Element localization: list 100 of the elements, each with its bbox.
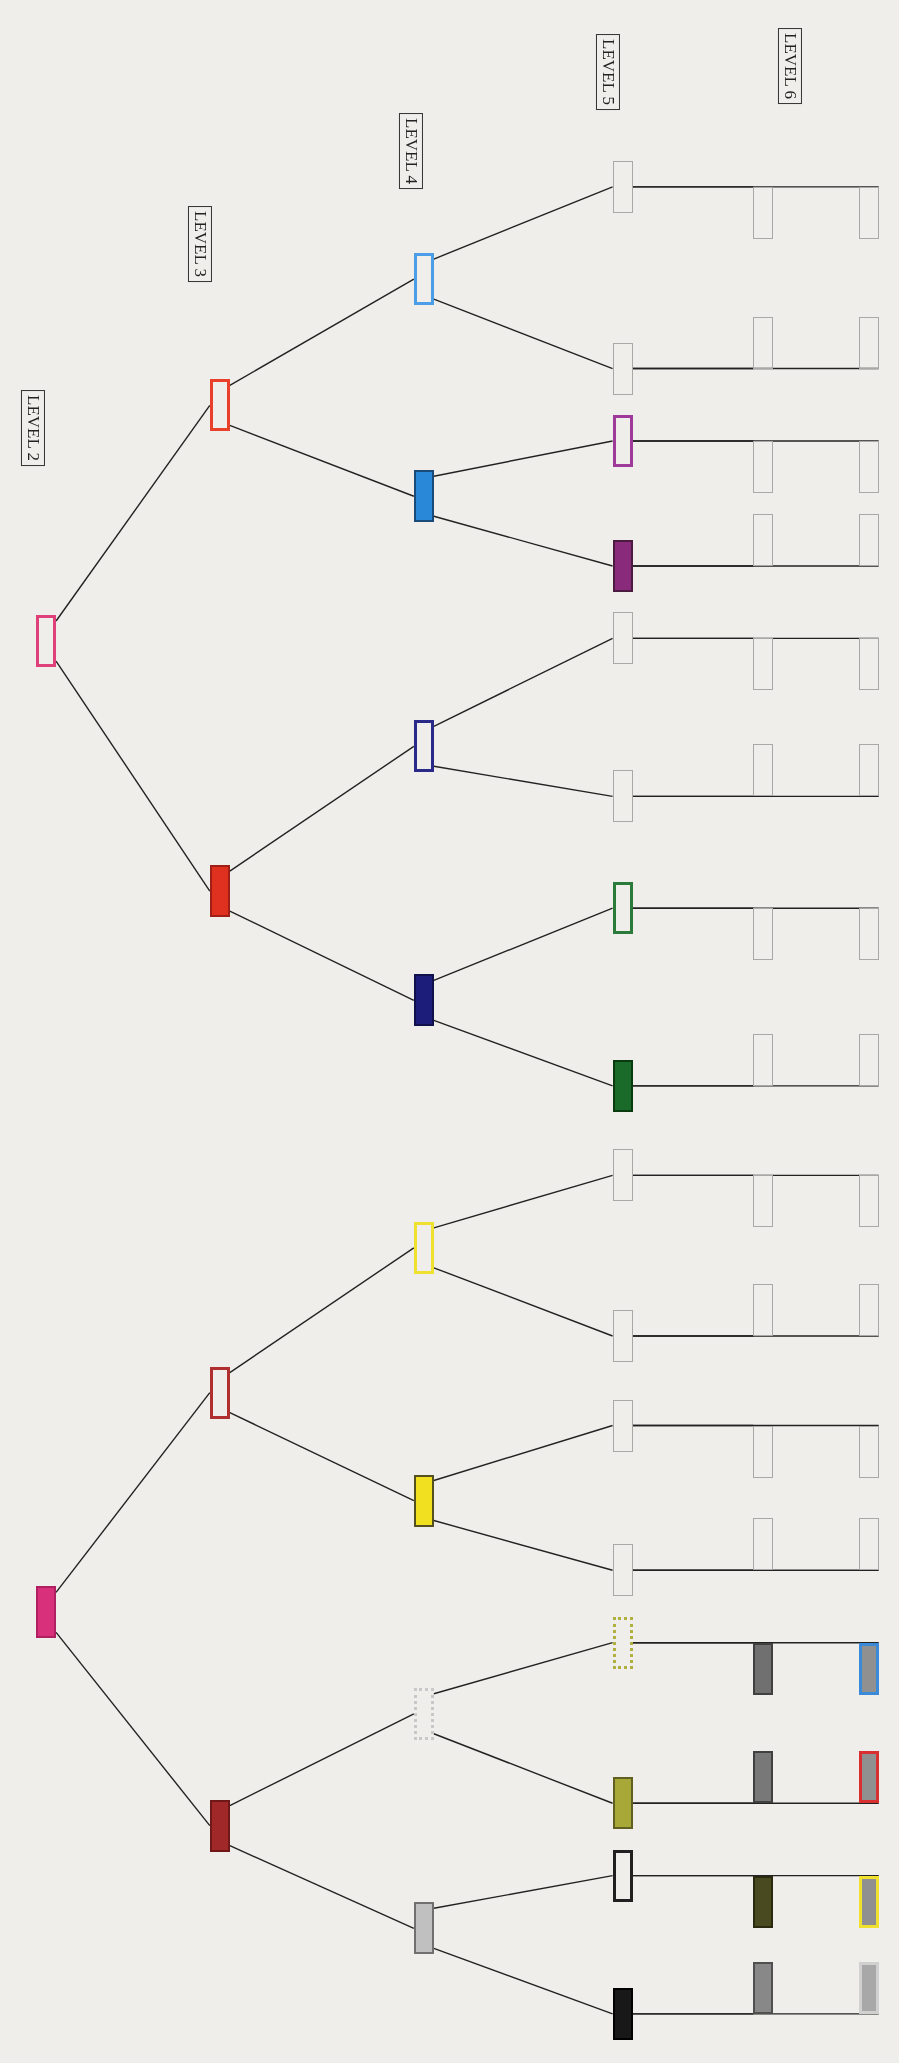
connector-line [433, 1642, 614, 1695]
connector-line [631, 1642, 880, 1644]
tree-box [413, 1902, 434, 1955]
tree-box [209, 379, 230, 432]
tree-box [209, 1799, 230, 1852]
tree-box [413, 1474, 434, 1527]
tree-box [753, 1284, 774, 1336]
tree-box [612, 1544, 633, 1597]
connector-line [433, 1174, 614, 1229]
tree-box [209, 865, 230, 918]
connector-line [433, 515, 614, 567]
connector-line [55, 1631, 211, 1827]
connector-line [631, 440, 880, 442]
tree-box [612, 1310, 633, 1362]
connector-line [631, 2013, 880, 2015]
connector-line [433, 186, 614, 260]
connector-line [229, 1247, 415, 1374]
tree-box [36, 615, 57, 667]
connector-line [433, 1019, 614, 1087]
connector-line [433, 1947, 614, 2015]
tree-box [612, 342, 633, 395]
tree-box [612, 1059, 633, 1112]
connector-line [229, 910, 415, 1002]
tree-box [858, 1642, 879, 1695]
tree-box [858, 1175, 879, 1228]
tree-box [753, 1175, 774, 1228]
tree-box [413, 974, 434, 1027]
tree-box [413, 720, 434, 773]
tree-box [753, 316, 774, 369]
connector-line [229, 424, 415, 497]
tree-box [413, 470, 434, 523]
tree-box [753, 1875, 774, 1928]
tree-box [858, 1961, 879, 2014]
tree-box [858, 1284, 879, 1336]
tree-box [612, 1149, 633, 1202]
tree-box [612, 1849, 633, 1902]
connector-line [631, 795, 880, 798]
tree-box [858, 638, 879, 691]
connector-line [433, 440, 614, 477]
tree-box [858, 514, 879, 566]
tree-box [36, 1586, 57, 1639]
tree-box [612, 882, 633, 935]
tree-box [753, 1425, 774, 1478]
connector-line [229, 1844, 415, 1929]
tree-box [858, 1425, 879, 1478]
connector-line [433, 637, 614, 727]
connector-line [433, 1424, 614, 1482]
tree-box [612, 160, 633, 213]
tree-box [612, 540, 633, 592]
connector-line [229, 278, 415, 387]
tree-box [858, 186, 879, 239]
connector-line [631, 1424, 880, 1427]
connector-line [631, 186, 880, 188]
tree-box [858, 1518, 879, 1571]
connector-line [433, 1267, 614, 1337]
connector-line [433, 1874, 614, 1909]
tree-box [753, 1642, 774, 1695]
connector-line [229, 1713, 415, 1807]
connector-line [433, 907, 614, 982]
tree-box [858, 1033, 879, 1086]
connector-line [631, 1335, 880, 1337]
tree-box [753, 638, 774, 691]
connector-line [433, 765, 614, 798]
tree-box [413, 1687, 434, 1740]
connector-line [433, 1733, 614, 1804]
tree-box [612, 612, 633, 665]
tree-box [612, 1399, 633, 1452]
tree-box [753, 514, 774, 566]
connector-line [631, 1085, 880, 1087]
connector-line [55, 1391, 211, 1594]
tree-box [858, 316, 879, 369]
connector-line [631, 1569, 880, 1571]
connector-line [631, 1802, 880, 1804]
tree-box [858, 1875, 879, 1928]
connector-line [433, 298, 614, 370]
tree-box [612, 770, 633, 823]
tree-box [753, 1751, 774, 1804]
tree-box [612, 1987, 633, 2040]
connector-line [631, 1874, 880, 1877]
tree-box [413, 253, 434, 306]
tree-box [858, 1751, 879, 1804]
tree-box [753, 1518, 774, 1571]
connector-line [631, 565, 880, 567]
tree-box [753, 908, 774, 961]
tree-box [753, 1033, 774, 1086]
connector-line [229, 745, 415, 872]
tree-box [612, 414, 633, 467]
tree-box [858, 908, 879, 961]
connector-line [229, 1411, 415, 1502]
tree-box [753, 186, 774, 239]
connector-line [55, 404, 211, 622]
connector-line [433, 1519, 614, 1571]
tree-box [858, 440, 879, 493]
tree-box [413, 1221, 434, 1274]
tree-box [612, 1777, 633, 1830]
tree-box [753, 1961, 774, 2014]
tree-box [753, 440, 774, 493]
tree-box [612, 1616, 633, 1669]
connector-line [55, 660, 211, 892]
tree-box [753, 744, 774, 797]
